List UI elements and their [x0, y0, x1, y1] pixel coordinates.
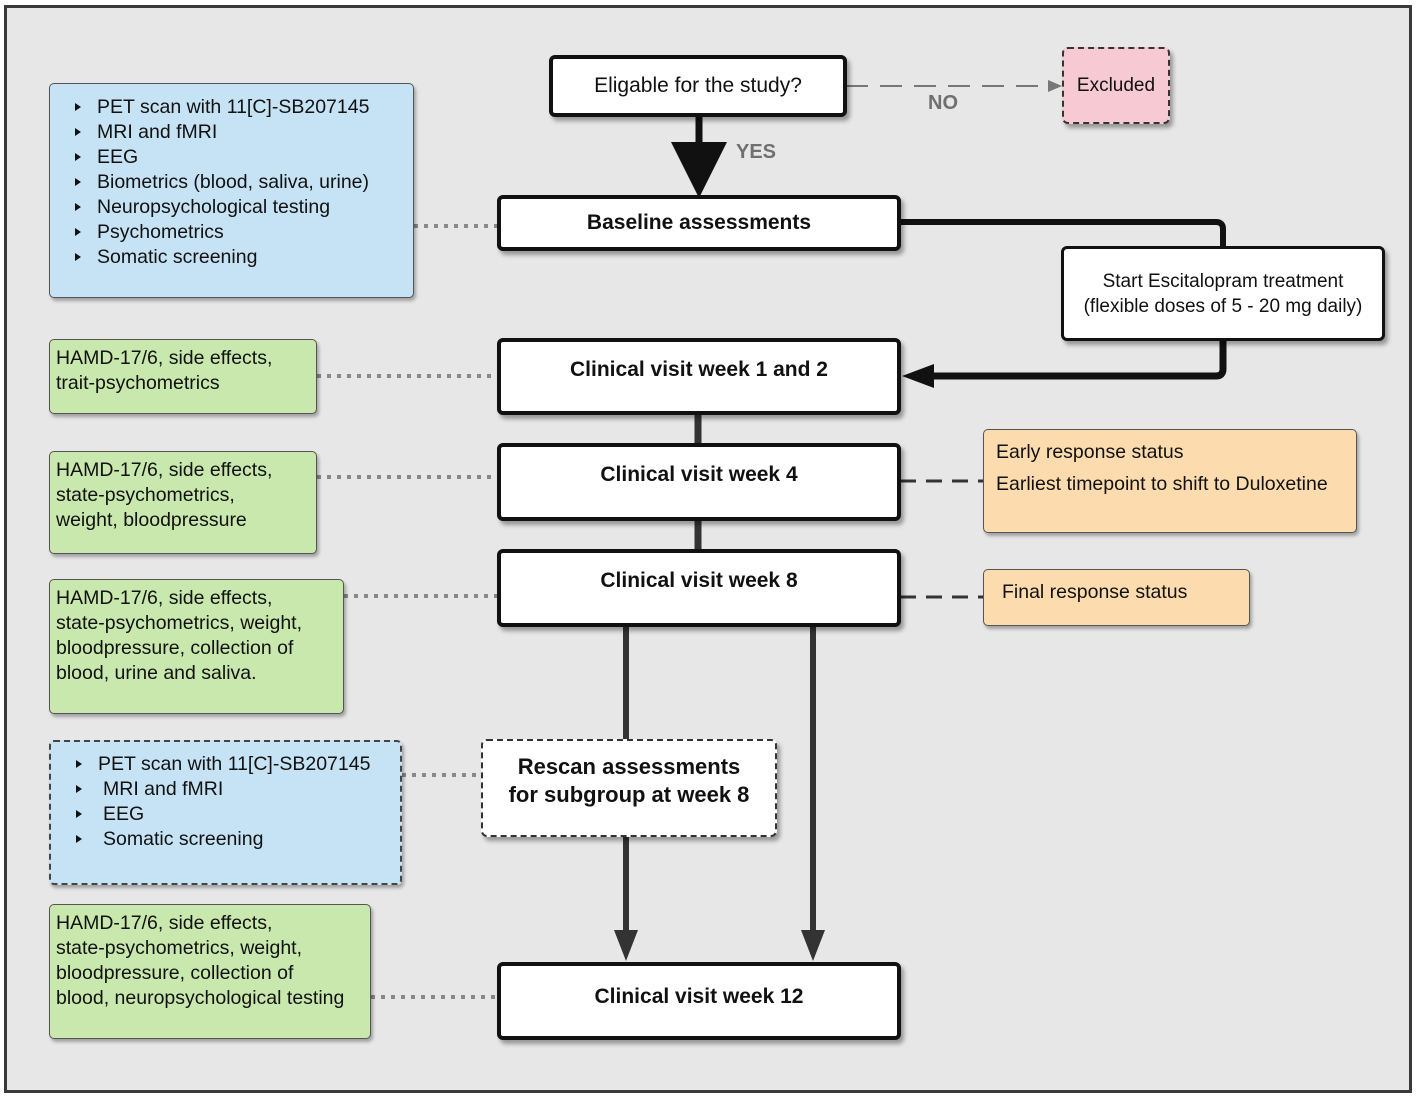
- bullet-icon: [75, 203, 81, 211]
- bullet-icon: [76, 785, 82, 793]
- baseline-item: PET scan with 11[C]-SB207145: [50, 95, 413, 120]
- bullet-icon: [76, 835, 82, 843]
- visit-8-to-visit-12-arrowhead: [801, 930, 825, 961]
- baseline-assessment-list: PET scan with 11[C]-SB207145 MRI and fMR…: [49, 83, 414, 298]
- clinical-visit-week-8-text: Clinical visit week 8: [600, 569, 798, 592]
- clinical-visit-week-1-2-box: Clinical visit week 1 and 2: [497, 338, 901, 415]
- week-4-response-status-note: Early response status Earliest timepoint…: [983, 429, 1357, 533]
- eligibility-question-box: Eligable for the study?: [549, 55, 847, 117]
- week-8-measures-note: HAMD-17/6, side effects, state-psychomet…: [49, 579, 344, 714]
- clinical-visit-week-1-2-text: Clinical visit week 1 and 2: [570, 357, 828, 381]
- excluded-box: Excluded: [1062, 47, 1170, 124]
- clinical-visit-week-12-box: Clinical visit week 12: [497, 962, 901, 1040]
- baseline-assessments-box: Baseline assessments: [497, 195, 901, 251]
- rescan-item: PET scan with 11[C]-SB207145: [51, 752, 400, 777]
- baseline-assessments-text: Baseline assessments: [586, 211, 812, 234]
- bullet-icon: [75, 253, 81, 261]
- week-12-measures-note: HAMD-17/6, side effects, state-psychomet…: [49, 904, 371, 1039]
- baseline-item: Psychometrics: [50, 220, 413, 245]
- clinical-visit-week-4-text: Clinical visit week 4: [600, 463, 798, 486]
- treatment-box: Start Escitalopram treatment (flexible d…: [1061, 246, 1385, 341]
- excluded-text: Excluded: [1076, 74, 1156, 96]
- rescan-item: MRI and fMRI: [51, 777, 400, 802]
- bullet-icon: [75, 178, 81, 186]
- clinical-visit-week-12-text: Clinical visit week 12: [594, 985, 804, 1008]
- week-4-measures-note: HAMD-17/6, side effects, state-psychomet…: [49, 451, 317, 554]
- rescan-line-1: Rescan assessments: [517, 754, 741, 779]
- no-label: NO: [928, 92, 958, 114]
- rescan-line-2: for subgroup at week 8: [508, 782, 750, 807]
- clinical-visit-week-8-box: Clinical visit week 8: [497, 549, 901, 627]
- baseline-item: Somatic screening: [50, 245, 413, 270]
- baseline-item: EEG: [50, 145, 413, 170]
- eligibility-question-text: Eligable for the study?: [594, 74, 802, 97]
- rescan-item: EEG: [51, 802, 400, 827]
- bullet-icon: [75, 103, 81, 111]
- week-1-2-measures-note: HAMD-17/6, side effects, trait-psychomet…: [49, 339, 317, 414]
- bullet-icon: [75, 228, 81, 236]
- rescan-item: Somatic screening: [51, 827, 400, 852]
- treatment-line-2: (flexible doses of 5 - 20 mg daily): [1083, 295, 1363, 317]
- baseline-to-treatment-connector: [900, 219, 1226, 247]
- baseline-item: Neuropsychological testing: [50, 195, 413, 220]
- week-8-response-status-note: Final response status: [983, 569, 1250, 626]
- bullet-icon: [76, 760, 82, 768]
- treatment-to-visit-1-2-arrow: [925, 340, 1227, 380]
- rescan-to-visit-12-arrowhead: [614, 930, 638, 961]
- bullet-icon: [75, 153, 81, 161]
- baseline-item: Biometrics (blood, saliva, urine): [50, 170, 413, 195]
- yes-label: YES: [736, 141, 777, 163]
- treatment-to-visit-1-2-arrowhead: [902, 364, 934, 388]
- rescan-assessment-list: PET scan with 11[C]-SB207145 MRI and fMR…: [49, 740, 402, 885]
- clinical-visit-week-4-box: Clinical visit week 4: [497, 443, 901, 521]
- rescan-assessments-box: Rescan assessments for subgroup at week …: [481, 739, 777, 837]
- baseline-item: MRI and fMRI: [50, 120, 413, 145]
- bullet-icon: [75, 128, 81, 136]
- treatment-line-1: Start Escitalopram treatment: [1102, 270, 1344, 292]
- bullet-icon: [76, 810, 82, 818]
